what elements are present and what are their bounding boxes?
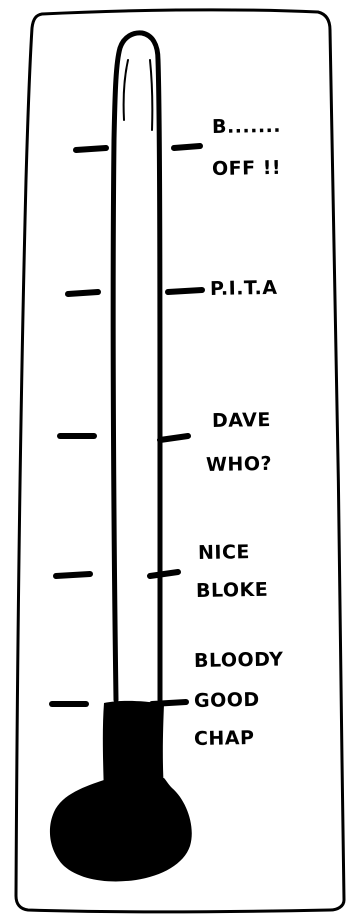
right-tick (160, 436, 188, 440)
scale-label-nice-bloke-line2: BLOKE (196, 581, 269, 601)
left-tick (68, 292, 98, 294)
right-tick (168, 290, 202, 292)
scale-label-bloody-good-chap-line1: BLOODY (194, 650, 284, 671)
tube-inner-edge (124, 60, 153, 130)
right-tick (150, 572, 178, 576)
thermometer-bulb (50, 778, 192, 881)
left-tick (76, 148, 106, 150)
scale-label-bloody-good-chap-line3: CHAP (194, 729, 255, 749)
scale-label-dave-who-line2: WHO? (206, 455, 272, 475)
scale-label-bloody-good-chap-line2: GOOD (194, 691, 260, 711)
scale-label-b-off-line2: OFF !! (212, 159, 281, 179)
scale-label-dave-who-line1: DAVE (212, 411, 271, 431)
scale-label-pita: P.I.T.A (210, 279, 278, 299)
scale-label-b-off-line1: B....... (212, 117, 281, 137)
left-tick (56, 574, 90, 576)
scale-label-nice-bloke-line1: NICE (198, 543, 250, 563)
right-tick (152, 702, 186, 704)
thermometer-tube (113, 33, 160, 700)
right-tick (174, 146, 200, 148)
left-ticks (52, 148, 106, 704)
